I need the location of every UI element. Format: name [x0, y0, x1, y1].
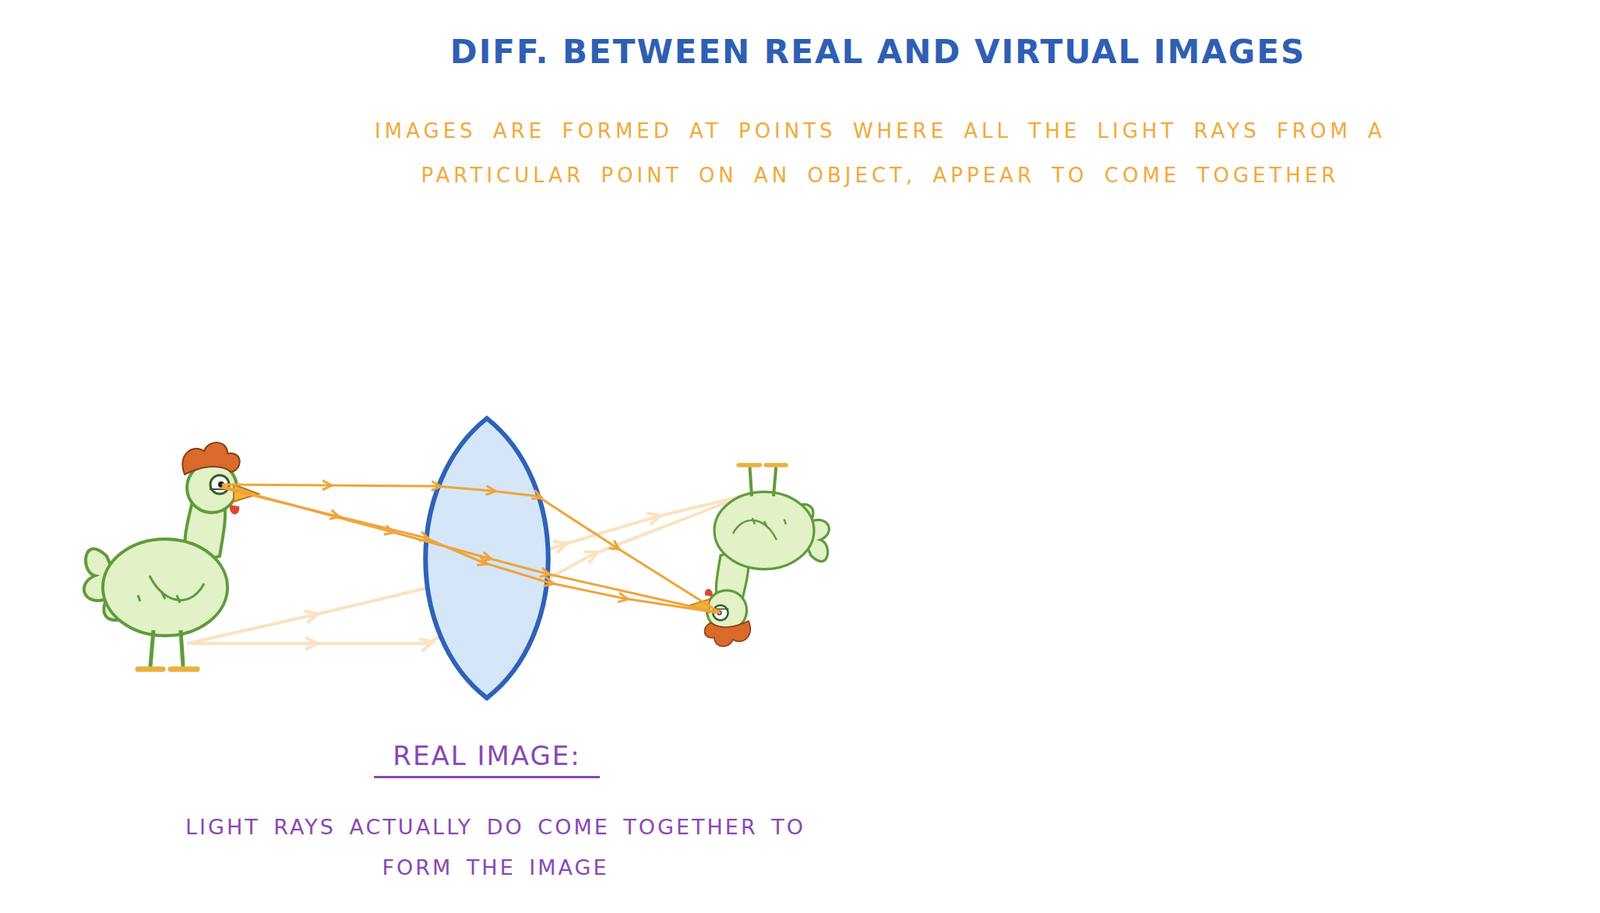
light-rays-part — [222, 487, 721, 614]
light-rays-part — [222, 484, 721, 614]
section-body: LIGHT RAYS ACTUALLY DO COME TOGETHER TO … — [168, 807, 823, 889]
subtitle-note: IMAGES ARE FORMED AT POINTS WHERE ALL TH… — [296, 109, 1465, 198]
section-heading: REAL IMAGE: — [253, 740, 721, 779]
page-title: DIFF. BETWEEN REAL AND VIRTUAL IMAGES — [332, 32, 1424, 71]
object-chicken — [84, 442, 259, 670]
underlined-heading: REAL IMAGE: — [373, 740, 600, 779]
inverted-image-chicken — [689, 465, 829, 647]
light-rays — [222, 484, 721, 614]
light-rays-part — [222, 486, 721, 614]
